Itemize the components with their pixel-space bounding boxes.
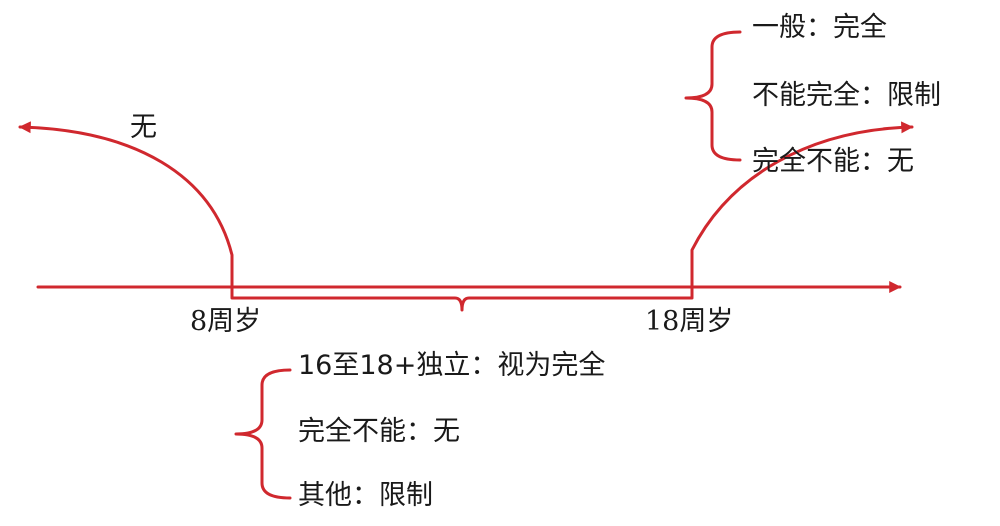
right-curve-arrow (690, 121, 914, 289)
adult-branch-item-2: 不能完全：限制 (752, 80, 941, 111)
adult-branch-item-3: 完全不能：无 (752, 146, 914, 177)
left-zone-label: 无 (130, 112, 157, 143)
adult-branch-brace (684, 30, 742, 162)
tick-label-18: 18周岁 (645, 306, 734, 337)
age-range-brace (230, 285, 694, 312)
left-curve-arrow (18, 121, 234, 289)
middle-branch-item-2: 完全不能：无 (298, 416, 460, 447)
adult-branch-item-1: 一般：完全 (752, 12, 887, 43)
middle-branch-brace (234, 368, 292, 500)
middle-branch-item-1: 16至18+独立：视为完全 (298, 350, 606, 381)
tick-label-8: 8周岁 (190, 306, 262, 337)
middle-branch-item-3: 其他：限制 (298, 480, 433, 511)
